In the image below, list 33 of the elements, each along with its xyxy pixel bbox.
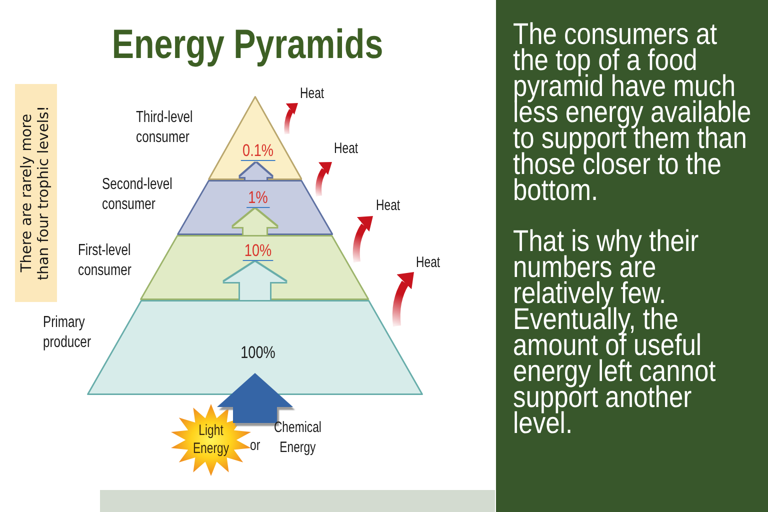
side-panel [496,0,768,512]
pyramid-level [140,235,370,300]
body-text: That is why their numbers are relatively few. Eventually, the amount of useful energy left cannot support another level. [513,229,717,437]
energy-source-label: Light Energy [192,422,230,458]
level-label: Third-level consumer [136,108,194,148]
starburst [170,404,252,476]
energy-arrow [217,373,293,423]
heat-label: Heat [334,140,358,158]
percentage-label: 0.1% [240,143,276,161]
percentage-label: 10% [242,243,274,261]
level-arrow [240,163,272,180]
heat-arrow [392,269,417,326]
pyramid-level [208,96,302,180]
heat-arrow [284,101,300,134]
conjunction-text: or [250,436,260,456]
heat-label: Heat [300,85,324,103]
heat-arrow [316,160,334,196]
level-label: First-level consumer [78,241,132,281]
energy-source-label: Chemical Energy [273,418,322,458]
heat-label: Heat [416,254,440,272]
note-text: There are rarely more than four trophic levels! [19,104,53,282]
level-label: Primary producer [43,313,92,353]
body-text: The consumers at the top of a food pyramid have much less energy available to support them than those closer to the bottom. [513,22,752,204]
level-arrow [233,209,277,235]
sticky-note [15,84,57,302]
pyramid-level [176,180,334,235]
level-label: Second-level consumer [102,175,174,215]
heat-label: Heat [376,197,400,215]
title: Energy Pyramids [112,22,384,66]
percentage-label: 100% [240,345,276,361]
heat-arrow [352,213,376,262]
percentage-label: 1% [246,190,270,208]
level-arrow [224,262,286,300]
